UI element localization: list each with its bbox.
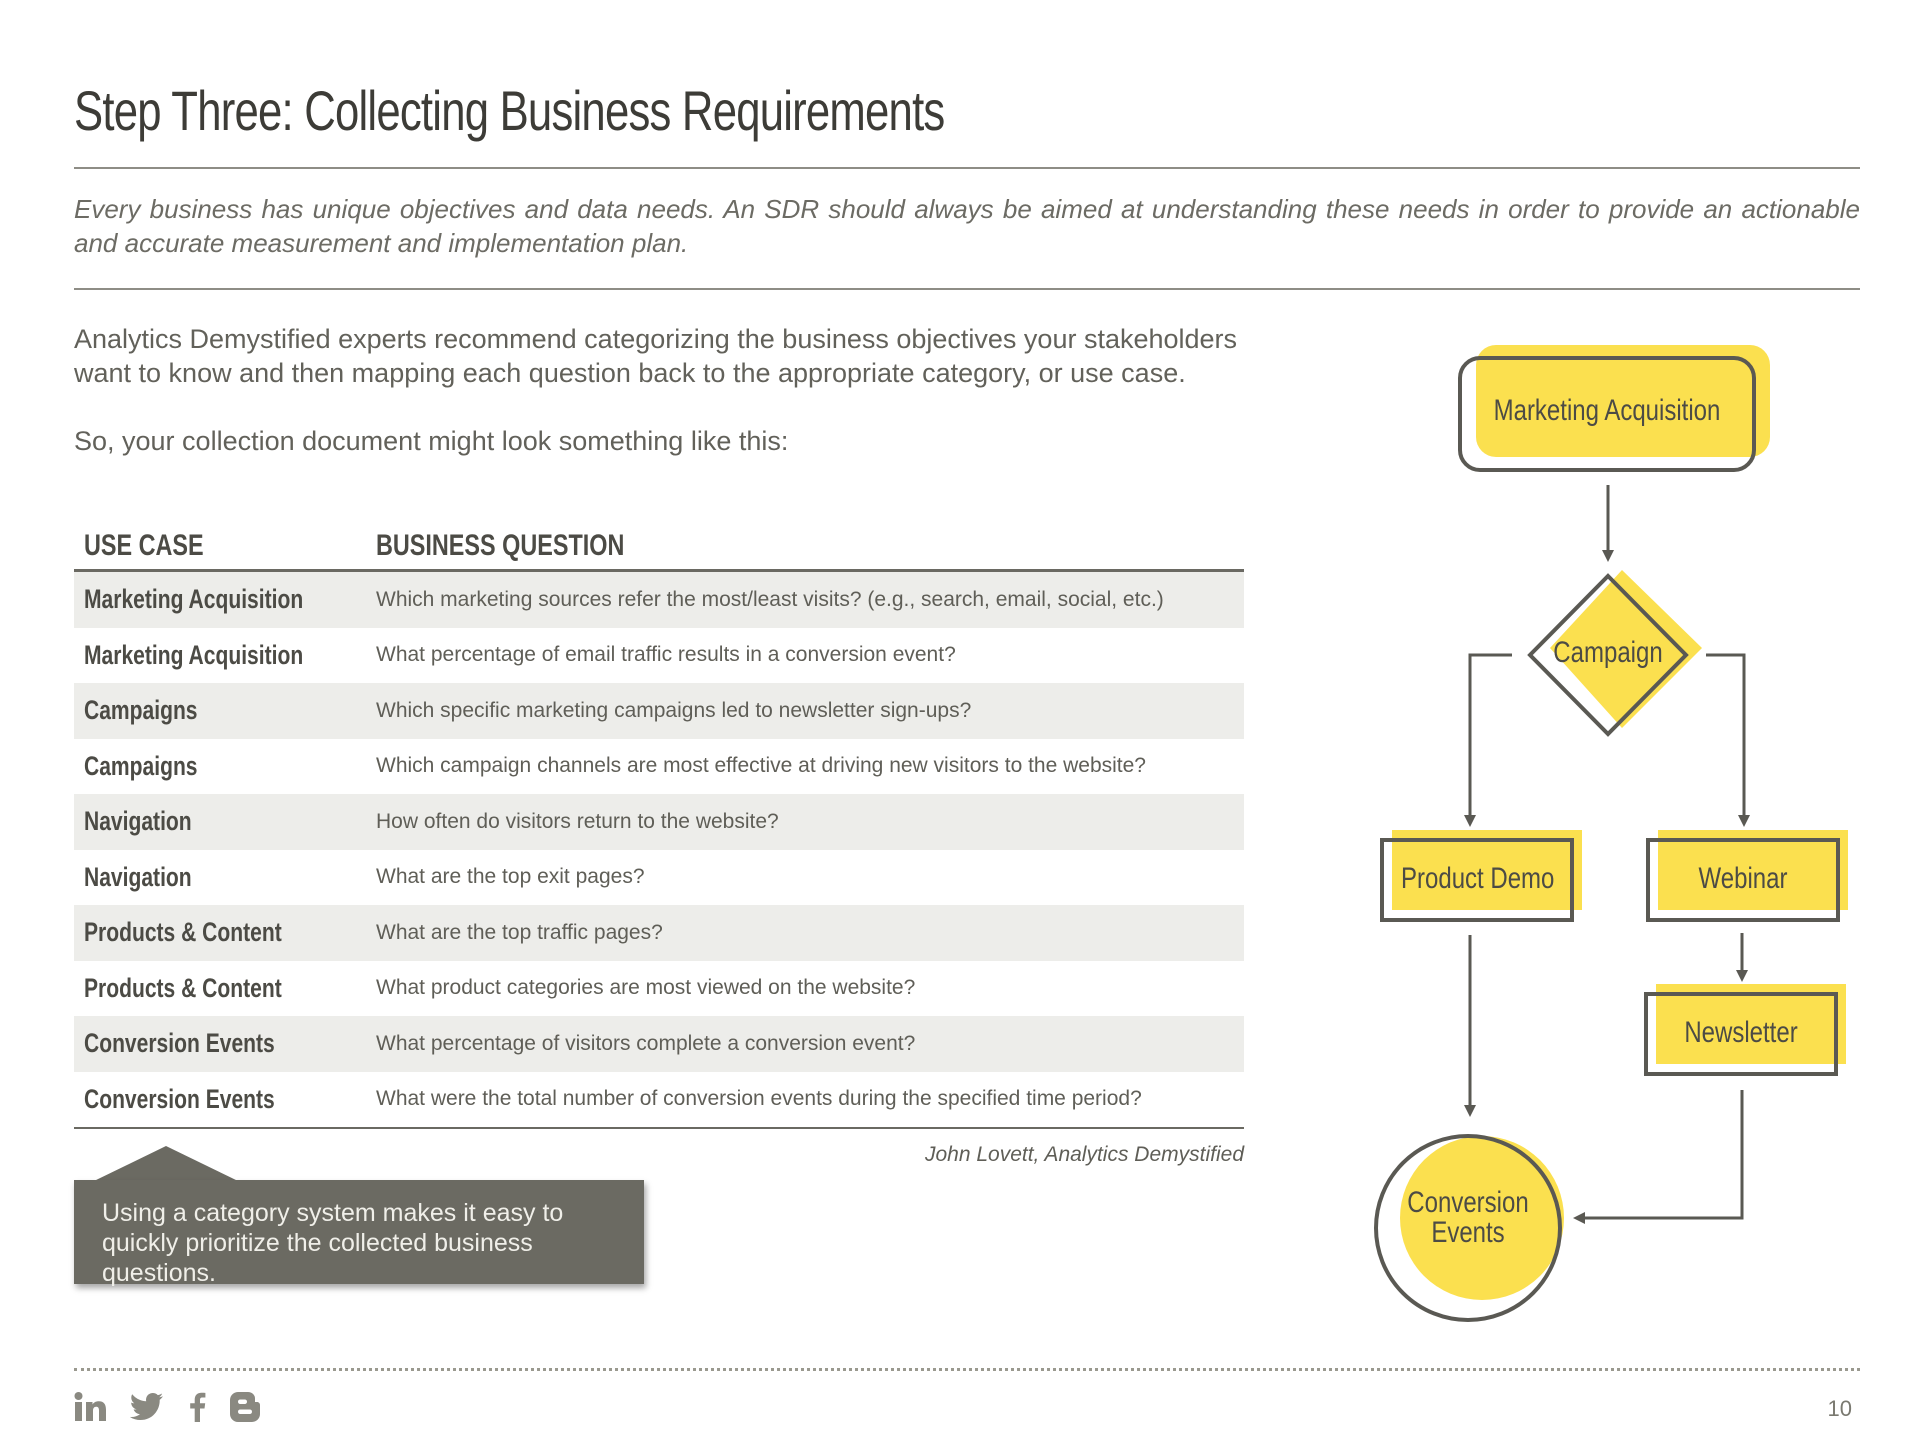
node-webinar: Webinar bbox=[1698, 862, 1788, 895]
use-case-cell: Products & Content bbox=[84, 972, 282, 1003]
question-cell: What are the top traffic pages? bbox=[376, 920, 663, 944]
linkedin-icon[interactable] bbox=[74, 1392, 108, 1422]
edge-newsletter-conversion bbox=[1585, 1090, 1744, 1220]
blogger-icon[interactable] bbox=[230, 1392, 260, 1422]
use-case-cell: Navigation bbox=[84, 806, 192, 837]
footer-divider bbox=[74, 1368, 1860, 1371]
table-row: Conversion Events What percentage of visi… bbox=[74, 1016, 1244, 1072]
arrowhead-newsletter-conversion bbox=[1573, 1212, 1585, 1224]
use-case-cell: Campaigns bbox=[84, 695, 198, 726]
table-row: Navigation What are the top exit pages? bbox=[74, 850, 1244, 906]
arrowhead-acquisition-campaign bbox=[1602, 550, 1614, 562]
question-cell: What percentage of visitors complete a c… bbox=[376, 1031, 916, 1055]
table-header: USE CASE BUSINESS QUESTION bbox=[74, 522, 1244, 572]
product-demo-outline bbox=[1380, 838, 1574, 922]
edge-campaign-webinar bbox=[1706, 653, 1746, 815]
intro-divider bbox=[74, 288, 1860, 290]
question-cell: What were the total number of conversion… bbox=[376, 1087, 1142, 1111]
table-row: Campaigns Which campaign channels are mos… bbox=[74, 739, 1244, 795]
question-cell: What are the top exit pages? bbox=[376, 865, 645, 889]
table-bottom-rule bbox=[74, 1127, 1244, 1129]
marketing-acquisition-outline bbox=[1458, 356, 1756, 472]
newsletter-outline bbox=[1644, 992, 1838, 1076]
lead-paragraph-1: Analytics Demystified experts recommend … bbox=[74, 324, 1238, 388]
use-case-cell: Products & Content bbox=[84, 917, 282, 948]
lead-text: Analytics Demystified experts recommend … bbox=[74, 322, 1274, 458]
webinar-outline bbox=[1646, 838, 1840, 922]
page-number: 10 bbox=[1827, 1396, 1852, 1421]
callout-pointer bbox=[94, 1146, 238, 1181]
use-case-cell: Campaigns bbox=[84, 750, 198, 781]
arrowhead-demo-conversion bbox=[1464, 1105, 1476, 1117]
newsletter-fill bbox=[1656, 984, 1846, 1064]
use-case-cell: Conversion Events bbox=[84, 1083, 275, 1114]
intro-text: Every business has unique objectives and… bbox=[74, 194, 1860, 258]
twitter-icon[interactable] bbox=[130, 1392, 164, 1422]
table-row: Conversion Events What were the total num… bbox=[74, 1072, 1244, 1128]
flowchart-graphic bbox=[1374, 345, 1848, 1322]
table-body: Marketing Acquisition Which marketing sou… bbox=[74, 572, 1244, 1127]
page-title: Step Three: Collecting Business Requirem… bbox=[74, 79, 945, 142]
conversion-events-outline bbox=[1374, 1134, 1562, 1322]
table-row: Navigation How often do visitors return t… bbox=[74, 794, 1244, 850]
lead-paragraph-2: So, your collection document might look … bbox=[74, 426, 789, 456]
table-row: Products & Content What product categorie… bbox=[74, 961, 1244, 1017]
question-cell: Which marketing sources refer the most/l… bbox=[376, 587, 1164, 611]
requirements-table: USE CASE BUSINESS QUESTION Marketing Acq… bbox=[74, 522, 1244, 1129]
header-business-question: BUSINESS QUESTION bbox=[376, 528, 625, 562]
title-divider bbox=[74, 167, 1860, 169]
node-product-demo: Product Demo bbox=[1401, 862, 1555, 895]
question-cell: Which campaign channels are most effecti… bbox=[376, 754, 1146, 778]
header-use-case: USE CASE bbox=[84, 528, 204, 562]
product-demo-fill bbox=[1392, 830, 1582, 910]
question-cell: How often do visitors return to the webs… bbox=[376, 809, 779, 833]
use-case-cell: Marketing Acquisition bbox=[84, 584, 304, 615]
edge-campaign-demo bbox=[1468, 653, 1512, 815]
arrowhead-campaign-webinar bbox=[1738, 815, 1750, 827]
question-cell: What product categories are most viewed … bbox=[376, 976, 916, 1000]
social-links bbox=[74, 1392, 260, 1422]
question-cell: Which specific marketing campaigns led t… bbox=[376, 698, 972, 722]
flowchart: Marketing Acquisition Campaign Product D… bbox=[1360, 330, 1860, 1330]
table-credit: John Lovett, Analytics Demystified bbox=[924, 1143, 1244, 1166]
use-case-cell: Marketing Acquisition bbox=[84, 639, 304, 670]
node-newsletter: Newsletter bbox=[1684, 1016, 1798, 1049]
node-campaign: Campaign bbox=[1553, 636, 1663, 669]
arrowhead-campaign-demo bbox=[1464, 815, 1476, 827]
marketing-acquisition-fill bbox=[1476, 345, 1770, 457]
use-case-cell: Navigation bbox=[84, 861, 192, 892]
table-row: Campaigns Which specific marketing campai… bbox=[74, 683, 1244, 739]
campaign-fill bbox=[1550, 570, 1702, 728]
conversion-events-fill bbox=[1400, 1136, 1564, 1300]
node-marketing-acquisition: Marketing Acquisition bbox=[1493, 394, 1721, 427]
node-conversion-events: Conversion Events bbox=[1407, 1186, 1529, 1249]
arrowhead-webinar-newsletter bbox=[1736, 970, 1748, 982]
webinar-fill bbox=[1658, 830, 1848, 910]
table-row: Products & Content What are the top traff… bbox=[74, 905, 1244, 961]
question-cell: What percentage of email traffic results… bbox=[376, 643, 956, 667]
campaign-outline bbox=[1527, 573, 1689, 737]
callout-box: Using a category system makes it easy to… bbox=[74, 1180, 644, 1287]
callout-text: Using a category system makes it easy to… bbox=[102, 1199, 564, 1287]
facebook-icon[interactable] bbox=[186, 1392, 208, 1422]
use-case-cell: Conversion Events bbox=[84, 1028, 275, 1059]
table-row: Marketing Acquisition What percentage of … bbox=[74, 628, 1244, 684]
table-row: Marketing Acquisition Which marketing sou… bbox=[74, 572, 1244, 628]
